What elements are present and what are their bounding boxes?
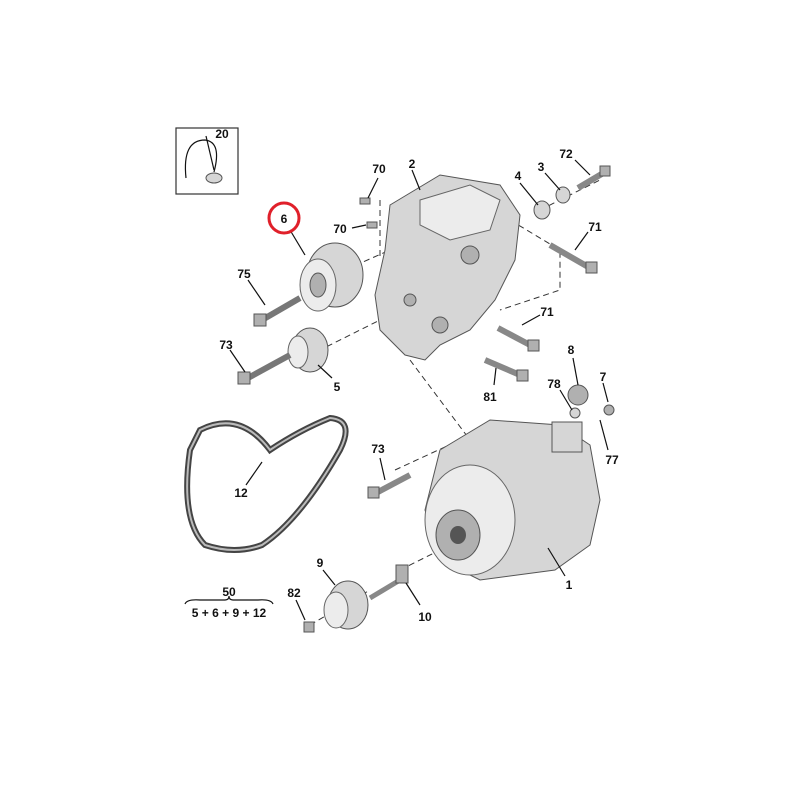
part-10-stud[interactable] [368, 564, 409, 601]
label-73-upper[interactable]: 73 [219, 338, 233, 352]
highlight-circle [267, 201, 301, 235]
label-81[interactable]: 81 [483, 390, 497, 404]
part-70-pin-lower[interactable] [366, 221, 378, 229]
label-20[interactable]: 20 [215, 127, 229, 141]
part-70-pin-upper[interactable] [359, 197, 371, 205]
label-6[interactable]: 6 [281, 212, 288, 226]
leader-lines [205, 135, 609, 621]
label-5[interactable]: 5 [334, 380, 341, 394]
label-75[interactable]: 75 [237, 267, 251, 281]
part-71-bolt-upper[interactable] [548, 242, 598, 274]
label-78[interactable]: 78 [547, 377, 561, 391]
part-71-bolt-lower[interactable] [496, 325, 540, 352]
part-73-bolt-lower[interactable] [367, 472, 412, 499]
part-labels: 20 6 70 2 70 4 3 72 71 75 73 5 71 8 78 7… [215, 127, 619, 624]
part-82-nut[interactable] [303, 621, 315, 633]
part-1-alternator[interactable] [424, 419, 601, 581]
part-8-cap[interactable] [567, 384, 589, 406]
part-4-bushing[interactable] [533, 200, 551, 220]
kit-50-group: 50 5 + 6 + 9 + 12 [184, 585, 274, 620]
kit-contents: 5 + 6 + 9 + 12 [192, 606, 267, 620]
label-77[interactable]: 77 [605, 453, 619, 467]
part-9-idler-pulley[interactable] [323, 580, 369, 630]
label-12[interactable]: 12 [234, 486, 248, 500]
label-1[interactable]: 1 [566, 578, 573, 592]
label-9[interactable]: 9 [317, 556, 324, 570]
part-73-bolt-upper[interactable] [237, 352, 292, 385]
part-75-bolt[interactable] [253, 295, 302, 327]
part-2-bracket[interactable] [374, 174, 521, 361]
part-72-bolt[interactable] [576, 165, 611, 191]
label-2[interactable]: 2 [409, 157, 416, 171]
part-12-belt[interactable] [184, 414, 349, 553]
part-7-cap[interactable] [603, 404, 615, 416]
label-72[interactable]: 72 [559, 147, 573, 161]
label-73-lower[interactable]: 73 [371, 442, 385, 456]
label-71-lower[interactable]: 71 [540, 305, 554, 319]
label-82[interactable]: 82 [287, 586, 301, 600]
label-10[interactable]: 10 [418, 610, 432, 624]
part-5-idler-pulley[interactable] [287, 327, 329, 373]
label-3[interactable]: 3 [538, 160, 545, 174]
part-81-bolt[interactable] [483, 357, 529, 382]
kit-number[interactable]: 50 [222, 585, 236, 599]
label-4[interactable]: 4 [515, 169, 522, 183]
label-7[interactable]: 7 [600, 370, 607, 384]
part-3-spacer[interactable] [555, 186, 571, 204]
label-71-upper[interactable]: 71 [588, 220, 602, 234]
part-6-tensioner-pulley[interactable] [299, 242, 364, 312]
kit-brace [184, 595, 274, 605]
label-8[interactable]: 8 [568, 343, 575, 357]
label-70-upper[interactable]: 70 [372, 162, 386, 176]
label-70-lower[interactable]: 70 [333, 222, 347, 236]
part-78-nut[interactable] [569, 407, 581, 419]
